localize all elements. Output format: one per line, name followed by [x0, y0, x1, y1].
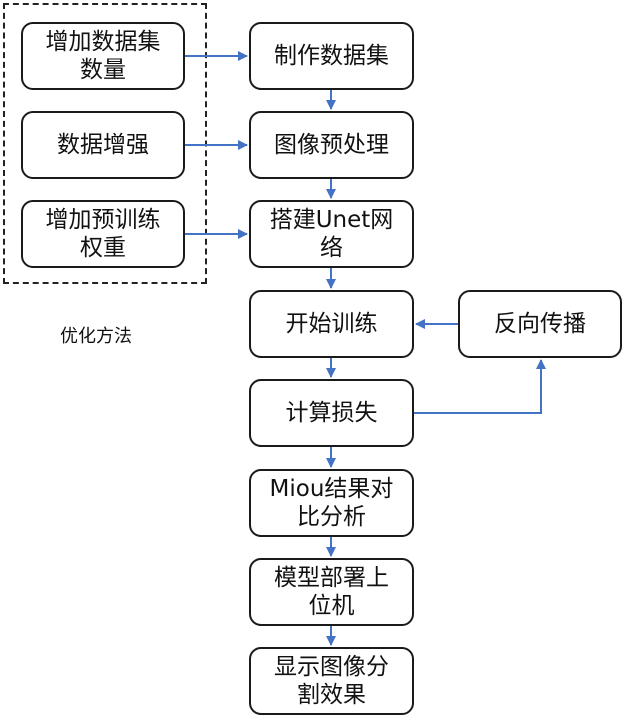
optimization-methods-group	[3, 3, 207, 284]
miou-comparison-box: Miou结果对 比分析	[249, 469, 414, 537]
build-unet-box: 搭建Unet网 络	[249, 200, 414, 268]
make-dataset-box: 制作数据集	[249, 22, 414, 90]
backpropagation-box: 反向传播	[458, 290, 622, 358]
start-training-text: 开始训练	[285, 311, 378, 337]
image-preprocessing-box: 图像预处理	[249, 111, 414, 179]
start-training-box: 开始训练	[249, 290, 414, 358]
compute-loss-text: 计算损失	[285, 400, 378, 426]
increase-dataset-size-box: 增加数据集 数量	[21, 22, 185, 90]
show-segmentation-box: 显示图像分 割效果	[249, 647, 414, 715]
miou-comparison-text: Miou结果对 比分析	[269, 476, 394, 530]
increase-pretrained-weights-text: 增加预训练 权重	[45, 207, 161, 261]
increase-dataset-size-text: 增加数据集 数量	[45, 29, 161, 83]
image-preprocessing-text: 图像预处理	[274, 132, 389, 158]
build-unet-text: 搭建Unet网 络	[269, 207, 394, 261]
data-augmentation-box: 数据增强	[21, 111, 185, 179]
model-deployment-box: 模型部署上 位机	[249, 558, 414, 626]
model-deployment-text: 模型部署上 位机	[274, 565, 389, 619]
data-augmentation-text: 数据增强	[57, 132, 149, 158]
optimization-methods-label: 优化方法	[60, 326, 132, 347]
show-segmentation-text: 显示图像分 割效果	[274, 654, 389, 708]
arrow-loss-to-backpropagation	[414, 359, 546, 414]
compute-loss-box: 计算损失	[249, 379, 414, 447]
increase-pretrained-weights-box: 增加预训练 权重	[21, 200, 185, 268]
make-dataset-text: 制作数据集	[274, 43, 389, 69]
backpropagation-text: 反向传播	[494, 311, 586, 337]
